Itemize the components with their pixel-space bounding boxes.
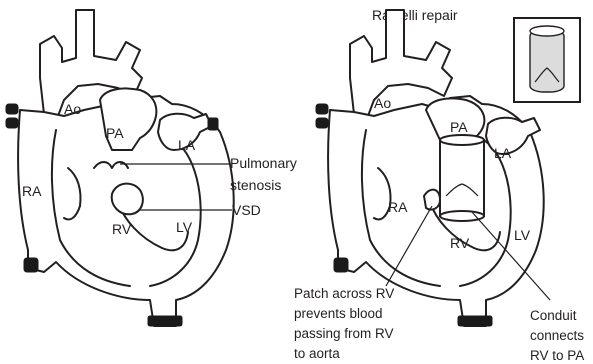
right-label-ra: RA [388,199,408,215]
conduit-callout-line-1: Conduit [530,308,577,323]
conduit-callout-line-2: connects [530,328,584,343]
patch-callout-line-3: passing from RV [294,326,394,341]
left-label-pa: PA [106,125,124,141]
right-conduit [440,140,484,216]
left-svc-block-1 [6,104,18,114]
right-conduit-bottom [440,211,484,221]
conduit-inset-top [530,26,564,36]
right-label-pa: PA [450,119,468,135]
right-label-la: LA [494,145,512,161]
left-svc-block-2 [6,118,18,128]
left-descending-block [148,316,182,326]
left-ivc-block [24,258,38,272]
conduit-inset-cylinder [530,30,564,92]
left-label-ra: RA [22,183,42,199]
right-ivc-block [334,258,348,272]
left-label-rv: RV [112,221,132,237]
right-conduit-top [440,135,484,145]
patch-callout-line-4: to aorta [294,346,340,361]
left-label-lv: LV [176,219,193,235]
patch-callout-line-2: prevents blood [294,306,383,321]
left-heart-diagram: Ao PA LA RA RV LV Pulmonary stenosis VSD [6,10,297,326]
left-callout-stenosis: stenosis [230,177,281,193]
right-label-lv: LV [514,227,531,243]
right-heart-diagram: Rastelli repair Ao PA LA RA RV [294,7,584,363]
right-svc-block-1 [316,104,328,114]
right-label-ao: Ao [374,95,391,111]
left-label-ao: Ao [64,101,81,117]
rastelli-title: Rastelli repair [372,7,458,23]
right-descending-block [458,316,492,326]
left-label-la: LA [178,137,196,153]
left-pv-block [208,118,218,130]
left-callout-vsd: VSD [232,202,261,218]
patch-callout-line-1: Patch across RV [294,286,394,301]
right-label-rv: RV [450,235,470,251]
conduit-callout-line-3: RV to PA [530,348,584,363]
left-callout-pulmonary: Pulmonary [230,155,297,171]
right-svc-block-2 [316,118,328,128]
